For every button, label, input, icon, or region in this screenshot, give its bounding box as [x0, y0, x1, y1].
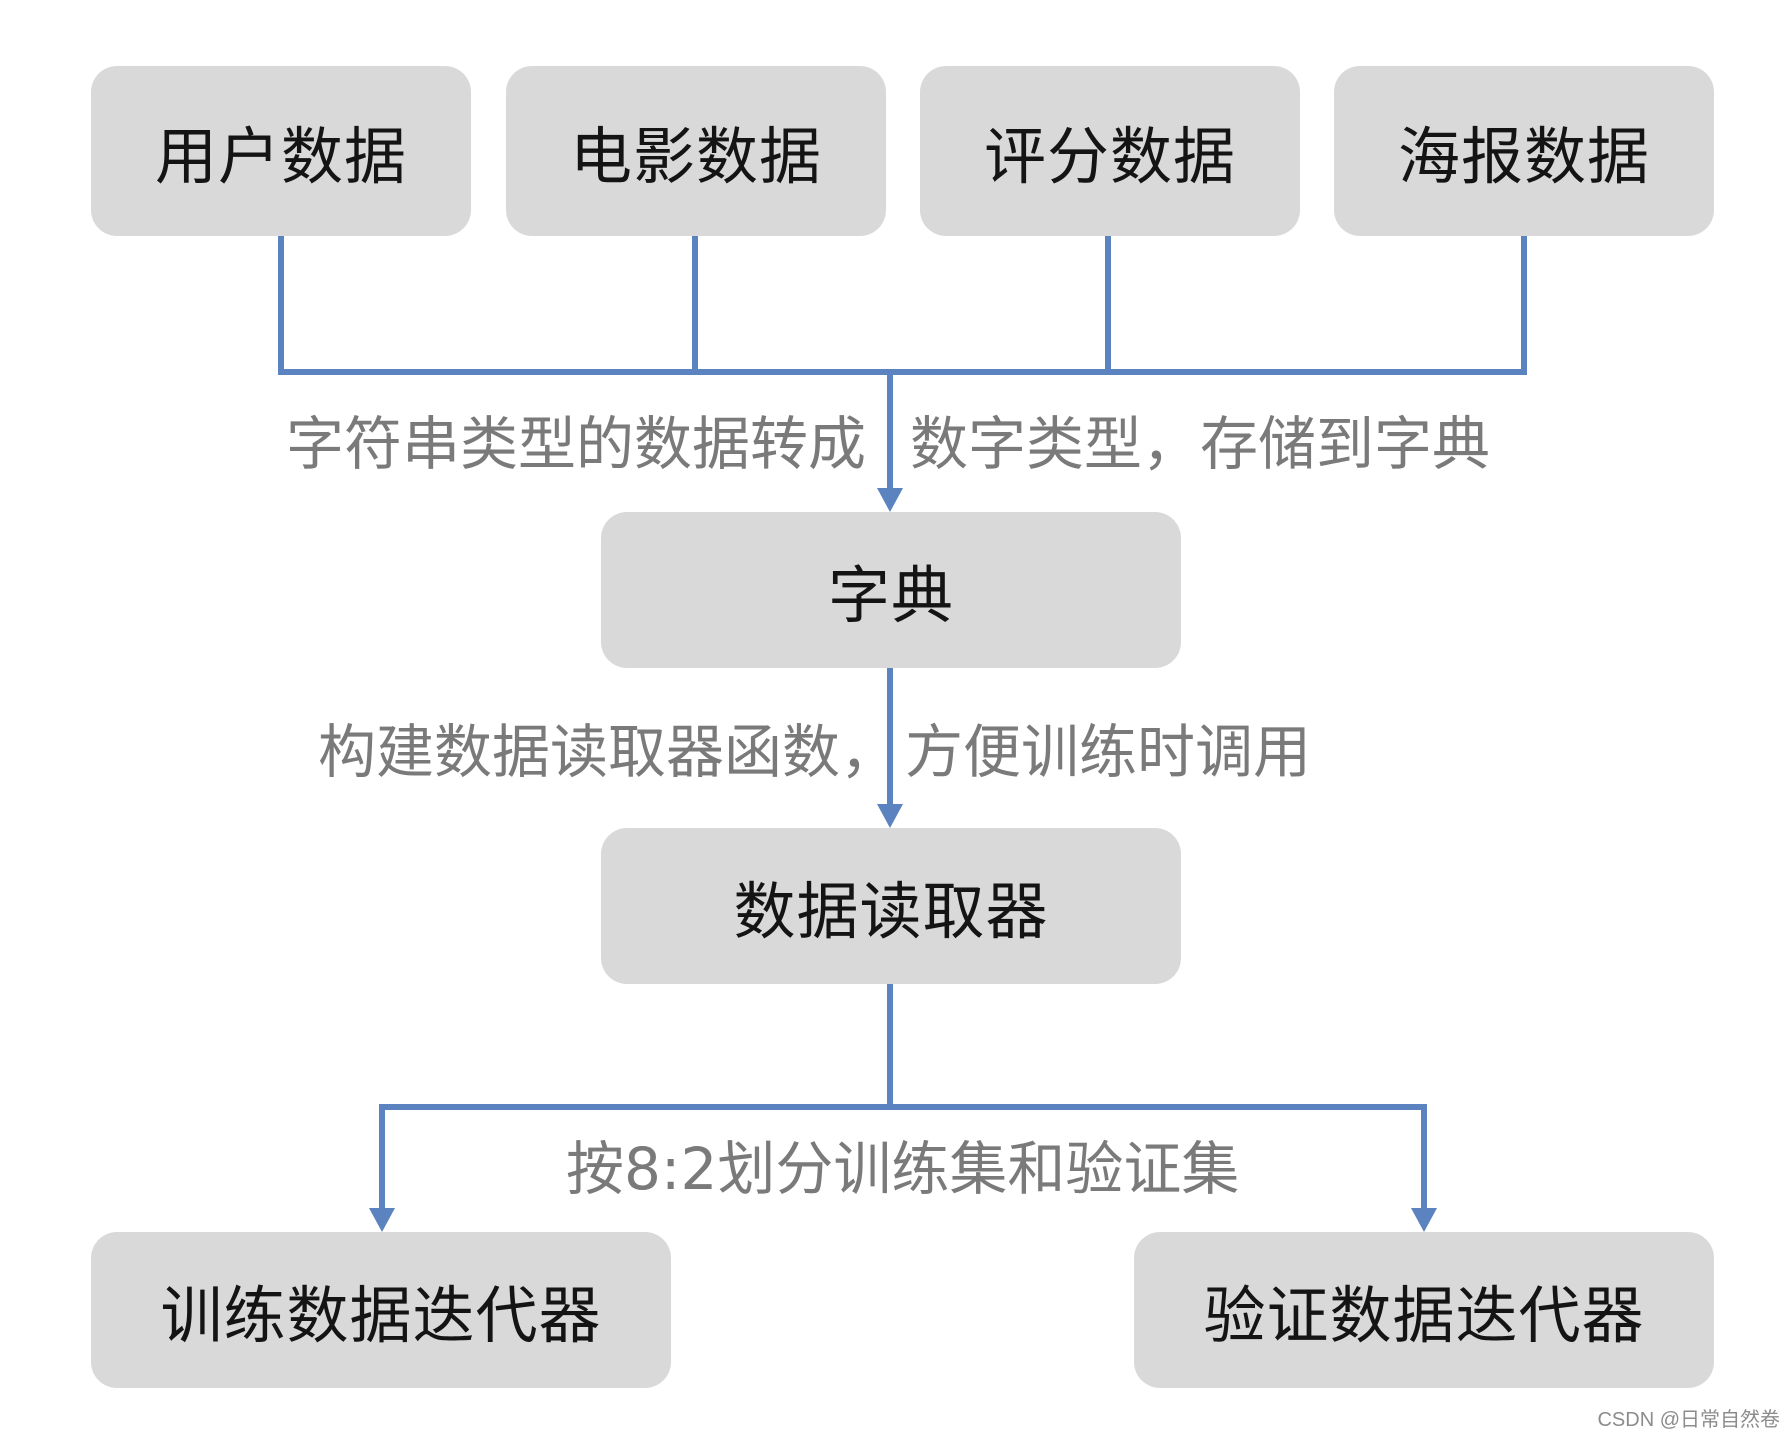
edge-label-to-dictionary-right: 数字类型，存储到字典 — [910, 410, 1491, 478]
node-rating-data: 评分数据 — [920, 66, 1300, 236]
edge-label-to-dictionary-left: 字符串类型的数据转成 — [286, 410, 867, 478]
node-dictionary: 字典 — [601, 512, 1181, 668]
arrowhead-train — [369, 1208, 395, 1232]
node-valid-iterator: 验证数据迭代器 — [1134, 1232, 1714, 1388]
arrowhead-dictionary — [877, 488, 903, 512]
edge-label-split: 按8:2划分训练集和验证集 — [566, 1135, 1240, 1203]
node-movie-data: 电影数据 — [506, 66, 886, 236]
arrowhead-valid — [1411, 1208, 1437, 1232]
watermark: CSDN @日常自然卷 — [1597, 1409, 1780, 1431]
node-user-data: 用户数据 — [91, 66, 471, 236]
node-data-reader: 数据读取器 — [601, 828, 1181, 984]
edge-label-to-reader-right: 方便训练时调用 — [905, 718, 1312, 786]
node-train-iterator: 训练数据迭代器 — [91, 1232, 671, 1388]
edge-label-to-reader-left: 构建数据读取器函数， — [318, 718, 899, 786]
arrowhead-reader — [877, 804, 903, 828]
node-poster-data: 海报数据 — [1334, 66, 1714, 236]
